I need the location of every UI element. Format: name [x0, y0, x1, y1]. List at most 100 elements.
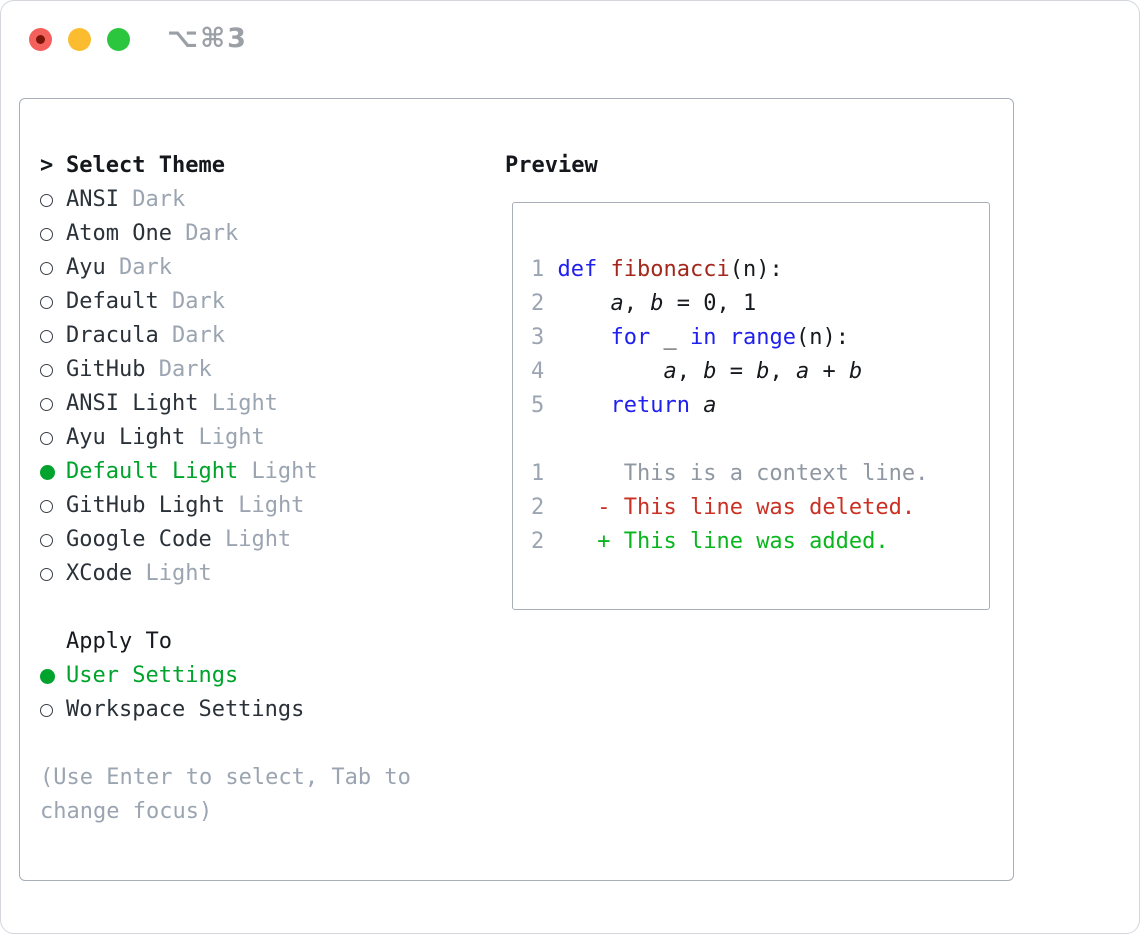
token-pl: [690, 393, 703, 418]
theme-option-ayu[interactable]: Ayu Dark: [40, 251, 505, 285]
apply-label: User Settings: [66, 663, 239, 688]
token-kw: for: [610, 325, 651, 350]
token-var: b: [650, 291, 664, 316]
token-pl: [558, 529, 598, 554]
theme-option-dracula[interactable]: Dracula Dark: [40, 319, 505, 353]
token-fn: fibonacci: [610, 257, 730, 282]
spacer: [40, 727, 505, 761]
apply-option-user-settings[interactable]: User Settings: [40, 659, 505, 693]
apply-option-workspace-settings[interactable]: Workspace Settings: [40, 693, 505, 727]
theme-option-github[interactable]: GitHub Dark: [40, 353, 505, 387]
radio-circle: [40, 465, 55, 480]
token-ctx: This is a context line.: [623, 461, 929, 486]
theme-option-ansi-light[interactable]: ANSI Light Light: [40, 387, 505, 421]
theme-option-atom-one[interactable]: Atom One Dark: [40, 217, 505, 251]
radio-icon[interactable]: [40, 353, 66, 387]
token-pl: = 0, 1: [663, 291, 757, 316]
theme-variant-label: Light: [211, 391, 278, 416]
radio-icon[interactable]: [40, 693, 66, 727]
theme-option-default-light[interactable]: Default Light Light: [40, 455, 505, 489]
token-pl: [716, 325, 729, 350]
theme-option-google-code[interactable]: Google Code Light: [40, 523, 505, 557]
radio-icon[interactable]: [40, 319, 66, 353]
preview-line: 1 def fibonacci(n):: [531, 253, 989, 287]
radio-circle: [40, 364, 53, 377]
close-dot-icon: [36, 35, 45, 44]
radio-icon[interactable]: [40, 217, 66, 251]
token-kw: in: [689, 325, 717, 350]
radio-circle: [40, 534, 53, 547]
theme-variant-label: Light: [224, 527, 292, 552]
window-title: ⌥⌘3: [167, 23, 248, 54]
token-pl: +: [809, 359, 849, 384]
token-num: 2: [531, 529, 558, 554]
theme-label: GitHub: [66, 357, 146, 382]
token-pl: [558, 461, 624, 486]
theme-variant-label: Light: [238, 493, 305, 518]
token-pl: (n):: [729, 257, 783, 282]
preview-line: 5 return a: [531, 389, 989, 423]
preview-line: 2 - This line was deleted.: [531, 491, 989, 525]
theme-label: ANSI Light: [66, 391, 199, 416]
theme-option-ansi[interactable]: ANSI Dark: [40, 183, 505, 217]
radio-circle: [40, 262, 53, 275]
radio-circle: [40, 398, 53, 411]
select-theme-header: Select Theme: [66, 153, 225, 178]
radio-circle: [40, 228, 53, 241]
token-pl: [558, 495, 598, 520]
token-num: 1: [531, 461, 558, 486]
token-pl: [558, 325, 611, 350]
radio-selected-icon[interactable]: [40, 455, 66, 489]
theme-label: ANSI: [66, 187, 119, 212]
radio-icon[interactable]: [40, 489, 66, 523]
token-pl: ,: [623, 291, 651, 316]
apply-to-header: Apply To: [66, 629, 172, 654]
theme-option-ayu-light[interactable]: Ayu Light Light: [40, 421, 505, 455]
token-num: 2: [531, 291, 558, 316]
keyboard-hint: (Use Enter to select, Tab to change focu…: [40, 765, 411, 824]
theme-label: Dracula: [66, 323, 159, 348]
radio-circle: [40, 194, 53, 207]
token-var: b: [756, 359, 770, 384]
radio-circle: [40, 704, 53, 717]
preview-line: 3 for _ in range(n):: [531, 321, 989, 355]
theme-variant-label: Light: [251, 459, 318, 484]
token-pl: =: [716, 359, 757, 384]
spacer: [40, 591, 505, 625]
token-var: a: [663, 359, 677, 384]
radio-icon[interactable]: [40, 285, 66, 319]
radio-icon[interactable]: [40, 183, 66, 217]
radio-icon[interactable]: [40, 251, 66, 285]
theme-label: Default Light: [66, 459, 239, 484]
theme-variant-label: Light: [145, 561, 212, 586]
token-pl: [558, 359, 664, 384]
token-num: 3: [531, 325, 558, 350]
radio-icon[interactable]: [40, 557, 66, 591]
titlebar: ⌥⌘3: [1, 1, 1139, 98]
theme-variant-label: Dark: [171, 323, 225, 348]
theme-variant-label: Dark: [158, 357, 212, 382]
marker-spacer: [40, 625, 66, 659]
theme-option-github-light[interactable]: GitHub Light Light: [40, 489, 505, 523]
theme-option-default[interactable]: Default Dark: [40, 285, 505, 319]
radio-icon[interactable]: [40, 523, 66, 557]
apply-label: Workspace Settings: [66, 697, 305, 722]
token-pl: [558, 291, 611, 316]
radio-icon[interactable]: [40, 387, 66, 421]
radio-icon[interactable]: [40, 421, 66, 455]
radio-circle: [40, 296, 53, 309]
radio-circle: [40, 669, 55, 684]
theme-label: Ayu: [66, 255, 106, 280]
minimize-button[interactable]: [68, 28, 91, 51]
theme-option-xcode[interactable]: XCode Light: [40, 557, 505, 591]
preview-line: 2 a, b = 0, 1: [531, 287, 989, 321]
close-button[interactable]: [29, 28, 52, 51]
token-pl: [597, 257, 610, 282]
maximize-button[interactable]: [107, 28, 130, 51]
apply-to-header-row: Apply To: [40, 625, 505, 659]
token-add: + This line was added.: [597, 529, 889, 554]
radio-selected-icon[interactable]: [40, 659, 66, 693]
